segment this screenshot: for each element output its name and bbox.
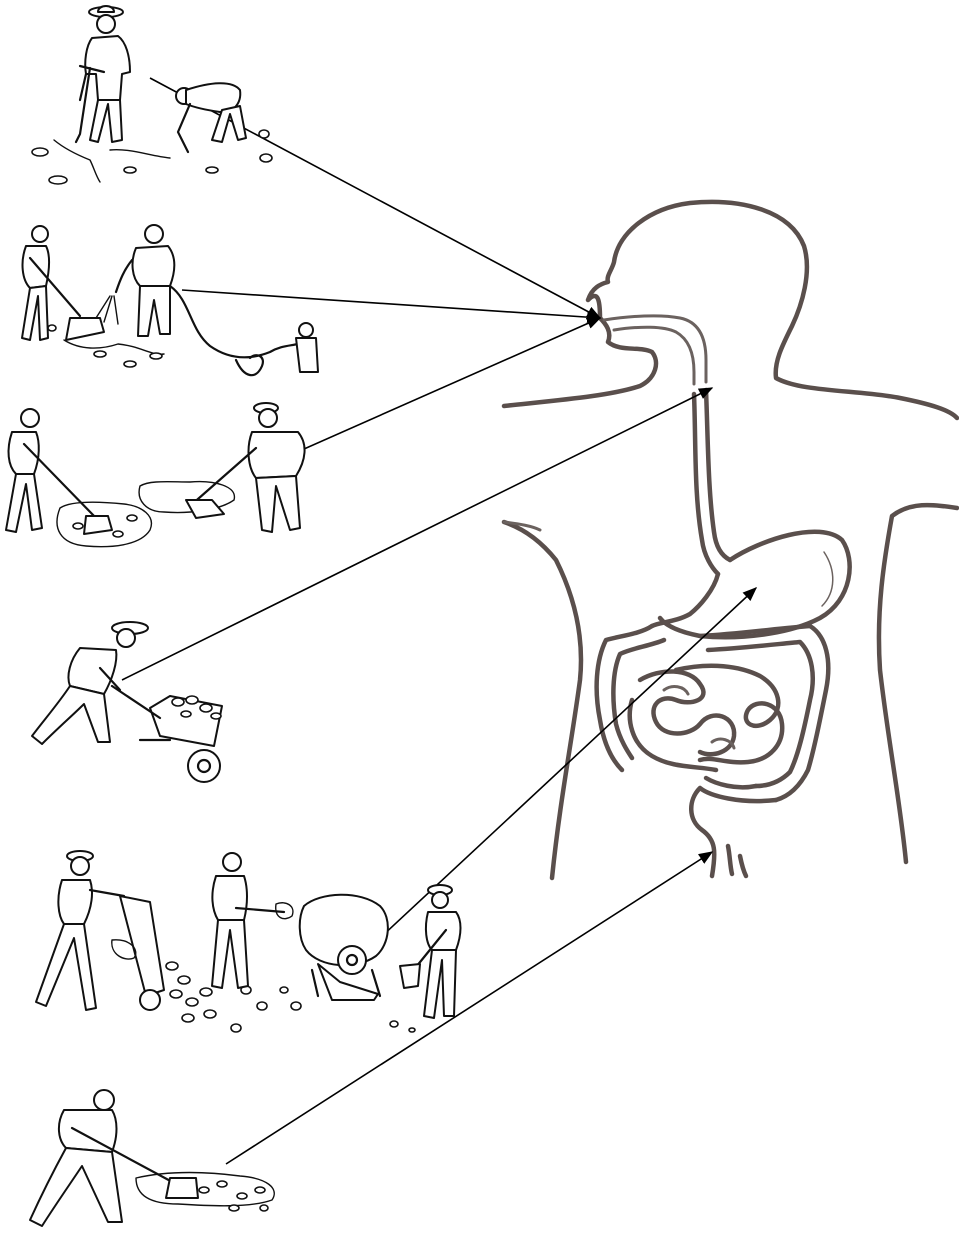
scene5-rock-pile — [166, 962, 301, 1032]
scene-final-shoveling — [30, 1090, 274, 1226]
worker-shoveling-figure — [30, 1090, 198, 1226]
scene-wheelbarrow — [32, 622, 222, 782]
worker-with-rake-figure — [212, 853, 293, 988]
worker-with-shovel-figure — [400, 885, 461, 1018]
arrow-scene1-to-mouth — [150, 78, 600, 318]
esophagus — [694, 390, 730, 574]
worker-with-broom-figure — [22, 226, 104, 340]
worker-with-hose-figure — [96, 225, 174, 336]
worker-with-pick-figure — [76, 6, 130, 142]
scene-sweeping-collecting — [6, 403, 305, 547]
worker-with-dustpan-figure — [186, 403, 305, 532]
worker-pushing-wheelbarrow-figure — [32, 622, 148, 744]
worker-sweeping-figure — [6, 409, 112, 534]
scene-sweeping-hosing — [22, 225, 318, 375]
worker-bending-figure — [176, 83, 246, 152]
scene-mixing-shoveling — [36, 851, 461, 1032]
cement-mixer — [300, 895, 388, 1000]
stomach — [652, 532, 850, 637]
worker-tipping-wheelbarrow-figure — [36, 851, 124, 1010]
arrow-scene2-to-mouth — [182, 290, 600, 318]
small-intestine — [630, 666, 782, 770]
scene-digging-rocks — [32, 6, 272, 184]
